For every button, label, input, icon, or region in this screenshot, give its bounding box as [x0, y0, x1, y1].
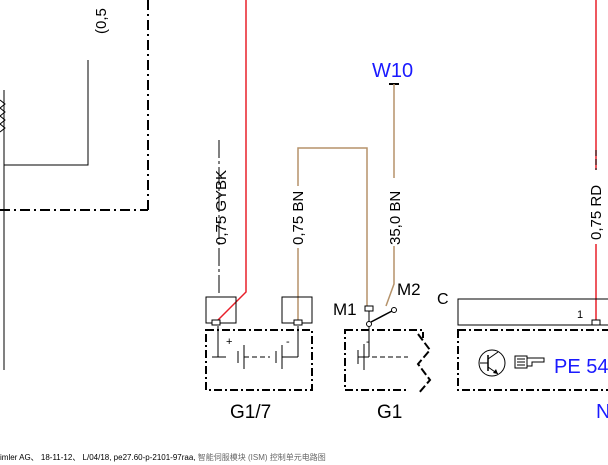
pointing-hand-icon: [514, 355, 545, 369]
resistor-symbol: [0, 99, 6, 133]
wire-label-bn: 0,75 BN: [290, 191, 307, 245]
pin-1: 1: [577, 309, 583, 321]
g1-7-plus: +: [226, 336, 232, 348]
partial-wire-label-top: (0,5: [93, 8, 110, 34]
ground-node-w10: W10: [372, 60, 413, 82]
red-wire-top: [217, 0, 247, 321]
link-n-partial[interactable]: N: [596, 401, 608, 423]
footer-caption: imler AG、 18-11-12、 L/04/18, pe27.60-p-2…: [0, 450, 608, 465]
footer-title: 智能伺服模块 (ISM) 控制单元电路图: [195, 453, 326, 462]
wire-label-gybk: 0,75 GYBK: [213, 170, 230, 245]
wire-label-35bn: 35,0 BN: [387, 191, 404, 245]
brown-wire-thick: [385, 84, 395, 307]
brown-wire-bn: [297, 147, 368, 320]
g1-7-minus: -: [286, 336, 290, 348]
left-partial-component: (0,5: [0, 0, 149, 370]
connector-c: C: [437, 291, 449, 308]
component-c: C 1 PE 54 N: [437, 291, 608, 423]
footer-source: imler AG、 18-11-12、 L/04/18, pe27.60-p-2…: [0, 453, 196, 462]
wire-label-rd: 0,75 RD: [588, 185, 605, 240]
terminal-m2: M2: [397, 280, 421, 299]
terminal-m1: M1: [333, 300, 357, 319]
component-g1: M1 M2 - G1: [333, 280, 436, 423]
transistor-icon: [478, 349, 506, 377]
label-g1-7: G1/7: [230, 402, 271, 423]
component-g1-7: + - G1/7: [205, 296, 313, 423]
label-g1: G1: [377, 402, 402, 423]
g1-minus: -: [366, 336, 370, 348]
link-pe-54[interactable]: PE 54: [554, 356, 608, 378]
